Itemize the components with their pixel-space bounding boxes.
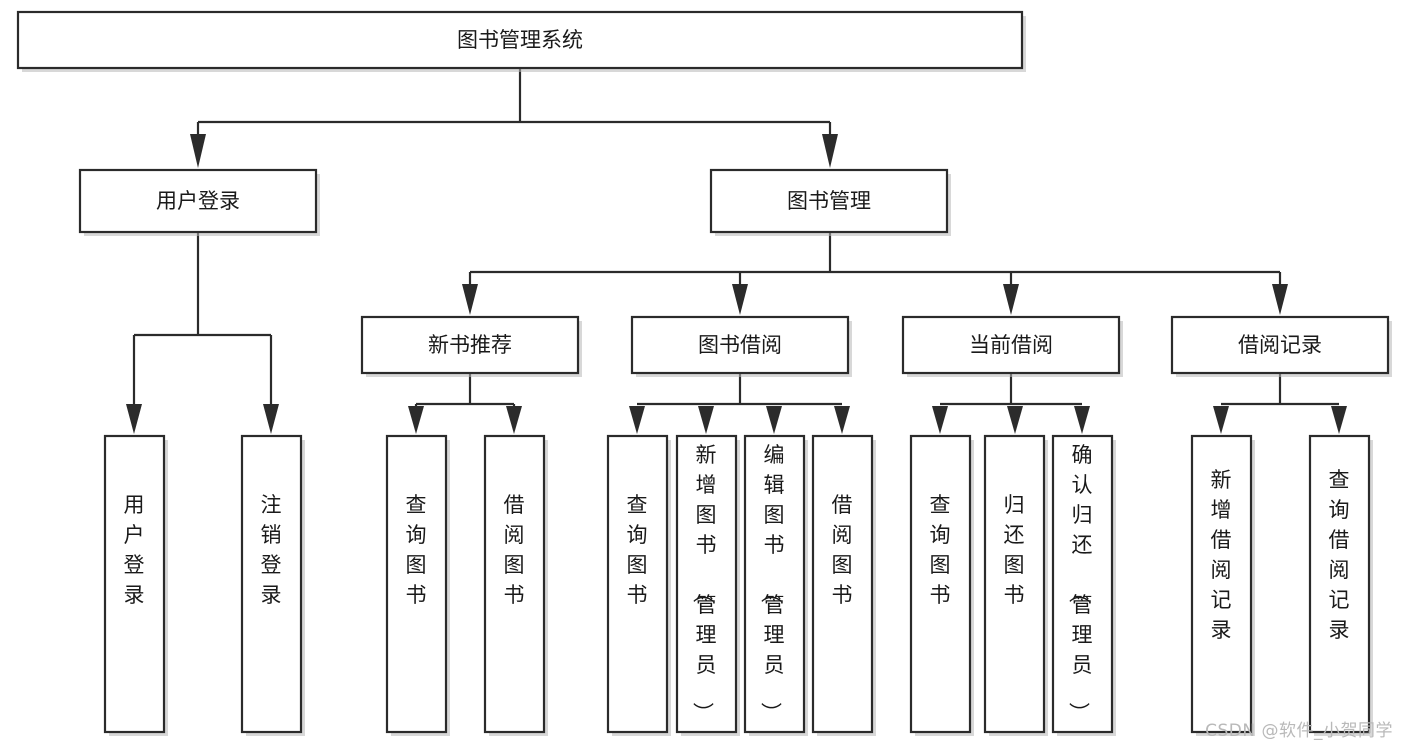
leaf-box[interactable]: [240, 434, 303, 734]
arrow-to-user-login: [190, 134, 206, 168]
borrow-record-box[interactable]: [1170, 315, 1390, 375]
book-borrow-label: 图书借阅: [698, 333, 782, 357]
arrow-borrow-leaf-4: [834, 406, 850, 434]
leaf-current-confirm-return-admin[interactable]: 确认归还（管理员）: [1051, 434, 1116, 736]
current-borrow-label: 当前借阅: [969, 333, 1053, 357]
arrow-borrow-leaf-1: [629, 406, 645, 434]
leaf-borrow-borrow-book[interactable]: 借阅图书: [811, 434, 876, 736]
leaf-box[interactable]: [675, 434, 738, 734]
node-current-borrow[interactable]: 当前借阅: [901, 315, 1123, 377]
arrow-to-new-book-recommend: [462, 284, 478, 315]
leaf-label: 查询图书: [930, 493, 951, 607]
recommend-box[interactable]: [360, 315, 580, 375]
leaf-box[interactable]: [909, 434, 972, 734]
leaf-record-add-record[interactable]: 新增借阅记录: [1190, 434, 1255, 736]
arrow-record-leaf-1: [1213, 406, 1229, 434]
leaf-label: 注销登录: [261, 493, 282, 607]
leaf-label: 查询借阅记录: [1329, 468, 1350, 642]
arrow-to-leaf-logout: [263, 404, 279, 434]
arrow-record-leaf-2: [1331, 406, 1347, 434]
node-root[interactable]: 图书管理系统: [16, 10, 1026, 72]
leaf-label: 借阅图书: [504, 493, 525, 607]
node-book-manage[interactable]: 图书管理: [709, 168, 951, 236]
arrow-to-book-manage: [822, 134, 838, 168]
root-box[interactable]: [16, 10, 1024, 70]
leaf-label: 新增图书（管理员）: [691, 443, 717, 723]
leaf-logout[interactable]: 注销登录: [240, 434, 305, 736]
leaf-box[interactable]: [385, 434, 448, 734]
user-login-label: 用户登录: [156, 189, 240, 213]
arrow-recommend-leaf-1: [408, 406, 424, 434]
leaf-record-query-record[interactable]: 查询借阅记录: [1308, 434, 1373, 736]
book-manage-box[interactable]: [709, 168, 949, 234]
arrow-borrow-leaf-3: [766, 406, 782, 434]
leaf-box[interactable]: [811, 434, 874, 734]
leaf-box[interactable]: [983, 434, 1046, 734]
leaf-box[interactable]: [1308, 434, 1371, 734]
node-book-borrow[interactable]: 图书借阅: [630, 315, 852, 377]
leaf-label: 归还图书: [1004, 493, 1025, 607]
leaf-user-login[interactable]: 用户登录: [103, 434, 168, 736]
leaf-box[interactable]: [1051, 434, 1114, 734]
recommend-label: 新书推荐: [428, 333, 512, 357]
leaf-label: 编辑图书（管理员）: [759, 443, 785, 723]
current-borrow-box[interactable]: [901, 315, 1121, 375]
node-new-book-recommend[interactable]: 新书推荐: [360, 315, 582, 377]
leaf-recommend-borrow-book[interactable]: 借阅图书: [483, 434, 548, 736]
arrow-current-leaf-1: [932, 406, 948, 434]
leaf-recommend-query-book[interactable]: 查询图书: [385, 434, 450, 736]
leaf-current-return-book[interactable]: 归还图书: [983, 434, 1048, 736]
leaf-label: 新增借阅记录: [1211, 468, 1232, 642]
leaf-borrow-edit-book-admin[interactable]: 编辑图书（管理员）: [743, 434, 808, 736]
leaf-label: 查询图书: [406, 493, 427, 607]
leaf-layer: 用户登录 注销登录 查询图书 借阅图书 查询图书: [103, 434, 1373, 736]
arrow-borrow-leaf-2: [698, 406, 714, 434]
arrow-current-leaf-2: [1007, 406, 1023, 434]
leaf-box[interactable]: [103, 434, 166, 734]
leaf-box[interactable]: [606, 434, 669, 734]
borrow-record-label: 借阅记录: [1238, 333, 1322, 357]
arrow-to-book-borrow: [732, 284, 748, 315]
leaf-box[interactable]: [483, 434, 546, 734]
node-borrow-record[interactable]: 借阅记录: [1170, 315, 1392, 377]
book-manage-label: 图书管理: [787, 189, 871, 213]
user-login-box[interactable]: [78, 168, 318, 234]
leaf-label: 借阅图书: [832, 493, 853, 607]
csdn-watermark: CSDN @软件_小贺同学: [1205, 721, 1393, 741]
arrow-recommend-leaf-2: [506, 406, 522, 434]
leaf-box[interactable]: [1190, 434, 1253, 734]
leaf-box[interactable]: [743, 434, 806, 734]
leaf-borrow-query-book[interactable]: 查询图书: [606, 434, 671, 736]
leaf-label: 查询图书: [627, 493, 648, 607]
arrow-to-leaf-user-login: [126, 404, 142, 434]
connector-layer: [126, 68, 1347, 434]
arrow-to-current-borrow: [1003, 284, 1019, 315]
node-user-login[interactable]: 用户登录: [78, 168, 320, 236]
arrow-current-leaf-3: [1074, 406, 1090, 434]
leaf-label: 用户登录: [124, 493, 145, 607]
leaf-current-query-book[interactable]: 查询图书: [909, 434, 974, 736]
arrow-to-borrow-record: [1272, 284, 1288, 315]
leaf-label: 确认归还（管理员）: [1067, 443, 1093, 723]
root-label: 图书管理系统: [457, 28, 583, 52]
book-borrow-box[interactable]: [630, 315, 850, 375]
leaf-borrow-add-book-admin[interactable]: 新增图书（管理员）: [675, 434, 740, 736]
